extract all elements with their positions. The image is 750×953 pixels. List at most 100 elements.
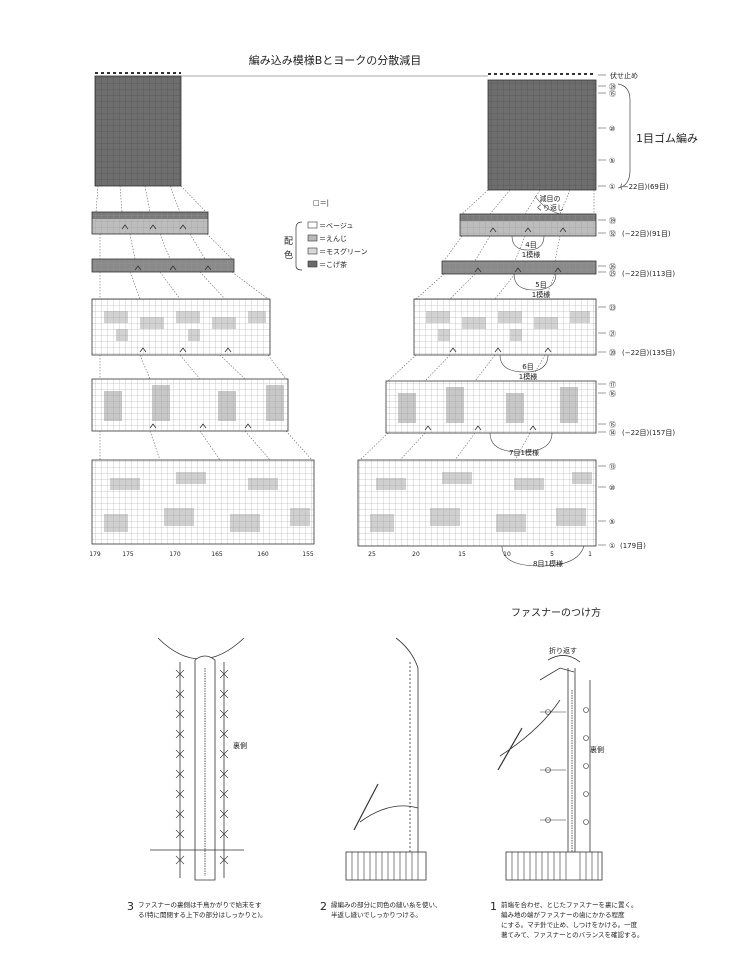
left-rib-section xyxy=(94,72,182,187)
left-band-3 xyxy=(91,298,271,356)
right-chart xyxy=(357,73,597,567)
axis-right-tick: 10 xyxy=(503,551,511,558)
legend-swatch-beige xyxy=(307,221,318,229)
row-num: ⑬ xyxy=(609,463,616,471)
repeat-notes: 減目の くり返し 4目 1模様 5目 1模様 6目 1模様 7目1模様 8目1模… xyxy=(509,194,564,568)
legend-swatch-brown xyxy=(307,260,318,268)
axis-left-tick: 170 xyxy=(169,551,181,558)
legend-heading: 色 xyxy=(284,249,293,261)
axis-right: 25 20 15 10 5 1 xyxy=(368,551,592,558)
rib-label: 1目ゴム編み xyxy=(636,131,698,145)
row-num: ① xyxy=(609,542,615,550)
row-num: ① xyxy=(609,183,615,191)
fold-label: 折り返す xyxy=(549,646,577,655)
legend-label: ＝ベージュ xyxy=(319,222,353,230)
row-num: ㊴ xyxy=(609,217,616,225)
legend-label: ＝こげ茶 xyxy=(319,260,347,269)
left-band-2 xyxy=(91,258,235,273)
row-num: ⑯ xyxy=(609,390,616,398)
fastener-title: ファスナーのつけ方 xyxy=(511,606,601,619)
row-num: ㉜ xyxy=(609,230,616,238)
row-num: ⑭ xyxy=(609,429,616,437)
stitch-count: (−22目)(91目) xyxy=(622,230,671,238)
right-band-5 xyxy=(357,459,597,547)
turn-note: くり返し xyxy=(536,204,564,212)
right-band-3 xyxy=(413,298,597,356)
turn-note: 減目の xyxy=(540,194,561,203)
legend-one: □＝| xyxy=(313,199,329,207)
left-band-5 xyxy=(91,459,315,545)
step2-text: 縁編みの部分に同色の縫い糸を使い、 xyxy=(331,900,442,909)
step1-number: 1 xyxy=(490,900,497,913)
step3-text: る(特に開閉する上下の部分はしっかりと)。 xyxy=(138,910,267,919)
repeat-note: 1模様 xyxy=(519,372,537,381)
left-chart xyxy=(91,72,315,545)
legend-label: ＝モスグリーン xyxy=(319,247,368,256)
repeat-note: 5目 xyxy=(535,281,546,289)
legend-heading: 配 xyxy=(284,236,293,247)
axis-right-tick: 1 xyxy=(588,551,592,558)
color-legend: □＝| 配 色 ＝ベージュ ＝えんじ ＝モスグリーン ＝こげ茶 xyxy=(284,199,368,271)
row-num: ⑮ xyxy=(609,90,616,98)
row-num: ⑤ xyxy=(609,518,615,526)
legend-swatch-moss xyxy=(307,247,318,255)
step1-text: 編み地の端がファスナーの歯にかかる程度 xyxy=(501,910,625,919)
right-band-1 xyxy=(459,213,597,237)
row-num: ㉖ xyxy=(609,263,616,271)
stitch-count: (−22目)(157目) xyxy=(622,429,675,437)
step1-text: にする。マチ針で止め、しつけをかける。一度 xyxy=(501,920,638,929)
axis-right-tick: 5 xyxy=(550,551,554,558)
step1-label: 裏側 xyxy=(590,745,604,754)
row-num: ⑮ xyxy=(609,421,616,429)
step3-text: ファスナーの裏側は千鳥かがりで始末をす xyxy=(138,900,262,909)
repeat-note: 6目 xyxy=(522,363,533,371)
row-num: ⑤ xyxy=(609,157,615,165)
row-num: ⑩ xyxy=(609,125,615,133)
left-band-1 xyxy=(91,211,209,235)
step3-illustration xyxy=(150,637,245,881)
repeat-note: 7目1模様 xyxy=(509,448,539,457)
repeat-note: 1模様 xyxy=(532,290,550,299)
step1-text: 前端を合わせ、とじたファスナーを裏に置く。 xyxy=(501,900,638,909)
legend-label: ＝えんじ xyxy=(319,235,347,243)
step2-number: 2 xyxy=(320,900,327,913)
axis-left: 179 175 170 165 160 155 xyxy=(89,551,314,558)
right-rib-section xyxy=(487,73,597,191)
left-band-4 xyxy=(91,378,289,432)
stitch-count: (−22目)(113目) xyxy=(622,270,675,278)
axis-left-tick: 160 xyxy=(257,551,269,558)
axis-left-tick: 165 xyxy=(211,551,223,558)
axis-right-tick: 25 xyxy=(368,551,376,558)
axis-left-tick: 155 xyxy=(302,551,314,558)
row-num: ㉘ xyxy=(609,83,616,91)
stitch-count: (179目) xyxy=(620,542,646,550)
axis-left-tick: 179 xyxy=(89,551,101,558)
stitch-count: (−22目)(69目) xyxy=(620,183,669,191)
stitch-count: (−22目)(135目) xyxy=(622,349,675,357)
axis-right-tick: 20 xyxy=(412,551,420,558)
chart-title: 編み込み模様Bとヨークの分散減目 xyxy=(249,53,422,67)
step3-label: 裏側 xyxy=(233,741,247,750)
step1-text: 著てみて、ファスナーとのバランスを確認する。 xyxy=(501,930,643,939)
bind-off-label: 伏せ止め xyxy=(610,71,638,80)
legend-swatch-enji xyxy=(307,234,318,242)
row-num: ⑳ xyxy=(609,349,616,357)
row-num: ㉓ xyxy=(609,304,616,312)
repeat-note: 4目 xyxy=(525,241,536,249)
right-band-4 xyxy=(385,380,597,434)
step1-illustration xyxy=(497,655,603,881)
row-num: ⑰ xyxy=(609,381,616,389)
step2-illustration xyxy=(345,637,427,881)
repeat-note: 8目1模様 xyxy=(533,559,563,568)
right-band-2 xyxy=(441,260,597,275)
row-num: ㉑ xyxy=(609,330,616,338)
row-num: ⑩ xyxy=(609,484,615,492)
row-num: ㉕ xyxy=(609,270,616,278)
step2-text: 半返し縫いでしっかりつける。 xyxy=(331,910,422,919)
row-labels: 伏せ止め 1目ゴム編み ㉘ ⑮ ⑩ ⑤ ① (−22目)(69目) ㊴ ㉜ (−… xyxy=(598,71,698,550)
axis-right-tick: 15 xyxy=(458,551,466,558)
repeat-note: 1模様 xyxy=(522,250,540,259)
axis-left-tick: 175 xyxy=(122,551,134,558)
step-captions: 3 ファスナーの裏側は千鳥かがりで始末をす る(特に開閉する上下の部分はしっかり… xyxy=(127,900,643,939)
